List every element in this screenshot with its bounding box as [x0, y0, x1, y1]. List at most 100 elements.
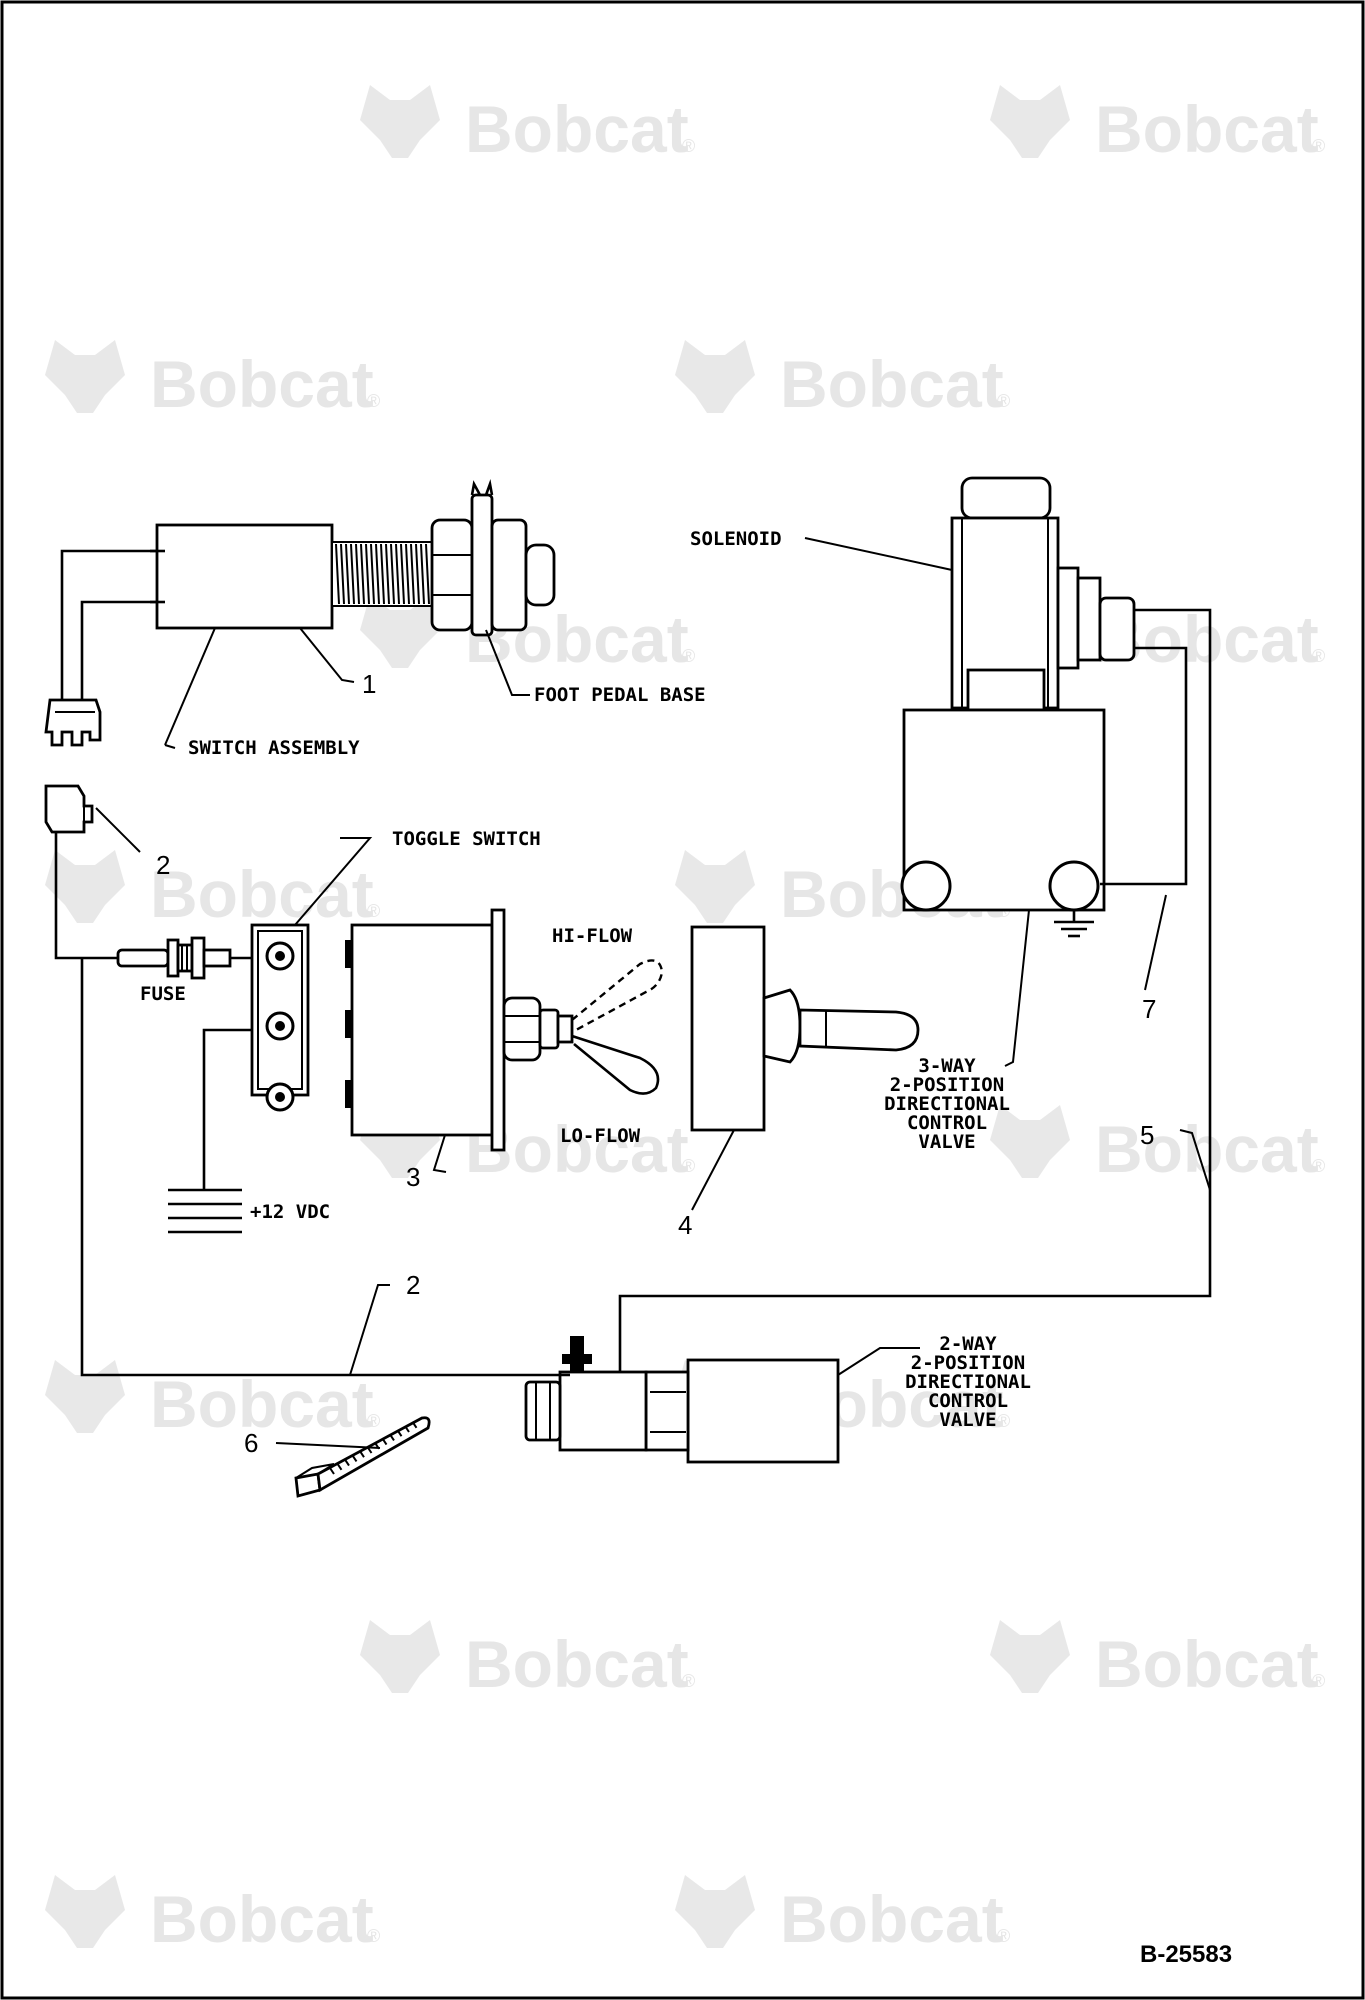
callout-7: 7	[1142, 994, 1156, 1024]
lo-flow-label: LO-FLOW	[560, 1125, 641, 1147]
watermark-registered: ®	[367, 1411, 380, 1431]
watermark-text: Bobcat	[780, 1882, 1004, 1956]
watermark-text: Bobcat	[780, 347, 1004, 421]
foot-pedal-base-label: FOOT PEDAL BASE	[534, 684, 706, 706]
watermark-text: Bobcat	[150, 1367, 374, 1441]
watermark: Bobcat®	[360, 85, 695, 166]
watermark-layer: Bobcat®Bobcat®Bobcat®Bobcat®Bobcat®Bobca…	[45, 85, 1325, 1956]
watermark-registered: ®	[367, 901, 380, 921]
bobcat-head-logo-icon	[360, 85, 440, 158]
solenoid	[950, 476, 1136, 712]
watermark-text: Bobcat	[150, 1882, 374, 1956]
watermark: Bobcat®	[990, 1105, 1325, 1186]
labels: SWITCH ASSEMBLY FOOT PEDAL BASE TOGGLE S…	[140, 528, 1232, 1968]
watermark-registered: ®	[1312, 646, 1325, 666]
callout-1: 1	[362, 669, 376, 699]
watermark-registered: ®	[367, 391, 380, 411]
voltage-label: +12 VDC	[250, 1201, 330, 1223]
switch-assembly	[44, 479, 556, 747]
fuse-label: FUSE	[140, 983, 186, 1005]
bobcat-head-logo-icon	[675, 850, 755, 923]
bobcat-head-logo-icon	[990, 1105, 1070, 1178]
switch-assembly-label: SWITCH ASSEMBLY	[188, 737, 360, 759]
terminal-strip	[202, 923, 310, 1190]
watermark: Bobcat®	[45, 850, 380, 931]
valve-2way	[80, 958, 840, 1464]
watermark-registered: ®	[682, 136, 695, 156]
watermark-text: Bobcat	[150, 857, 374, 931]
watermark: Bobcat®	[45, 1875, 380, 1956]
toggle-switch-label: TOGGLE SWITCH	[392, 828, 541, 850]
watermark-registered: ®	[997, 391, 1010, 411]
svg-text:VALVE: VALVE	[918, 1131, 975, 1153]
valve-3way-label: 3-WAY 2-POSITION DIRECTIONAL CONTROL VAL…	[884, 1055, 1010, 1153]
bobcat-head-logo-icon	[360, 1620, 440, 1693]
diagram-code: B-25583	[1140, 1941, 1232, 1968]
cable-tie	[294, 1416, 431, 1498]
valve-port	[900, 860, 952, 912]
watermark-text: Bobcat	[1095, 1112, 1319, 1186]
watermark: Bobcat®	[675, 1875, 1010, 1956]
toggle-boot	[690, 925, 920, 1132]
svg-text:2-POSITION: 2-POSITION	[890, 1074, 1004, 1096]
watermark-text: Bobcat	[465, 92, 689, 166]
watermark: Bobcat®	[360, 1620, 695, 1701]
svg-text:DIRECTIONAL: DIRECTIONAL	[884, 1093, 1010, 1115]
watermark: Bobcat®	[360, 595, 695, 676]
svg-text:3-WAY: 3-WAY	[918, 1055, 976, 1077]
bobcat-head-logo-icon	[45, 340, 125, 413]
watermark: Bobcat®	[45, 340, 380, 421]
svg-text:CONTROL: CONTROL	[907, 1112, 987, 1134]
bobcat-head-logo-icon	[675, 340, 755, 413]
watermark-registered: ®	[1312, 1156, 1325, 1176]
callout-4: 4	[678, 1210, 692, 1240]
callout-2-harness: 2	[406, 1270, 420, 1300]
watermark-registered: ®	[997, 1926, 1010, 1946]
watermark-registered: ®	[682, 646, 695, 666]
watermark-registered: ®	[682, 1671, 695, 1691]
watermark-text: Bobcat	[1095, 92, 1319, 166]
svg-text:VALVE: VALVE	[939, 1409, 996, 1431]
terminal-screw	[265, 941, 295, 971]
callout-6: 6	[244, 1428, 258, 1458]
svg-text:2-POSITION: 2-POSITION	[911, 1352, 1025, 1374]
watermark-text: Bobcat	[150, 347, 374, 421]
watermark: Bobcat®	[990, 85, 1325, 166]
bobcat-head-logo-icon	[45, 1360, 125, 1433]
hi-flow-label: HI-FLOW	[552, 925, 633, 947]
watermark-registered: ®	[1312, 1671, 1325, 1691]
bobcat-head-logo-icon	[990, 85, 1070, 158]
svg-text:DIRECTIONAL: DIRECTIONAL	[905, 1371, 1031, 1393]
svg-text:CONTROL: CONTROL	[928, 1390, 1008, 1412]
ground-symbol	[1054, 910, 1094, 938]
callout-3: 3	[406, 1162, 420, 1192]
watermark-registered: ®	[682, 1156, 695, 1176]
battery-symbol	[168, 1188, 242, 1234]
solenoid-label: SOLENOID	[690, 528, 782, 550]
watermark-text: Bobcat	[465, 1627, 689, 1701]
valve-terminal-stud	[562, 1336, 592, 1372]
connector-receptacle	[44, 784, 118, 960]
leader-lines	[95, 537, 1211, 1449]
watermark-registered: ®	[1312, 136, 1325, 156]
watermark-text: Bobcat	[1095, 1627, 1319, 1701]
bobcat-head-logo-icon	[990, 1620, 1070, 1693]
valve-2way-label: 2-WAY 2-POSITION DIRECTIONAL CONTROL VAL…	[905, 1333, 1031, 1431]
watermark: Bobcat®	[990, 1620, 1325, 1701]
valve-port	[1048, 860, 1100, 912]
terminal-screw	[265, 1011, 295, 1041]
spring	[331, 541, 433, 607]
terminal-screw	[265, 1082, 295, 1112]
svg-text:2-WAY: 2-WAY	[939, 1333, 997, 1355]
watermark-registered: ®	[367, 1926, 380, 1946]
connector-plug-top	[44, 698, 102, 747]
fuse	[116, 936, 262, 980]
bobcat-head-logo-icon	[675, 1875, 755, 1948]
bobcat-head-logo-icon	[45, 1875, 125, 1948]
toggle-switch	[345, 908, 664, 1152]
callout-5: 5	[1140, 1120, 1154, 1150]
watermark-registered: ®	[997, 1411, 1010, 1431]
